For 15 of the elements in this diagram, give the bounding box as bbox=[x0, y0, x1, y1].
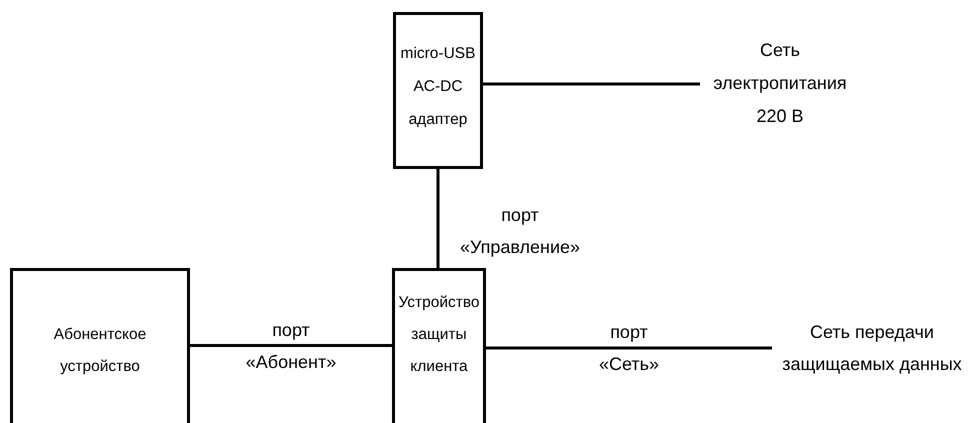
connector-line bbox=[190, 344, 392, 347]
protection-device-box bbox=[392, 268, 486, 423]
box-text: Устройство защиты клиента bbox=[397, 293, 481, 377]
edge-label: порт «Управление» bbox=[458, 204, 582, 259]
edge-label: порт «Сеть» bbox=[598, 321, 660, 376]
connector-line bbox=[486, 346, 772, 350]
subscriber-device-box bbox=[10, 268, 190, 423]
adapter-box bbox=[393, 12, 483, 169]
power-network-text: Сеть электропитания 220 В bbox=[700, 34, 860, 134]
box-text: Абонентское устройство bbox=[52, 325, 148, 377]
connector-line bbox=[483, 82, 700, 86]
box-text: micro-USB AC-DC адаптер bbox=[400, 44, 476, 130]
connector-line bbox=[436, 169, 440, 268]
data-network-text: Сеть передачи защищаемых данных bbox=[772, 316, 972, 380]
edge-label: порт «Абонент» bbox=[244, 318, 338, 374]
